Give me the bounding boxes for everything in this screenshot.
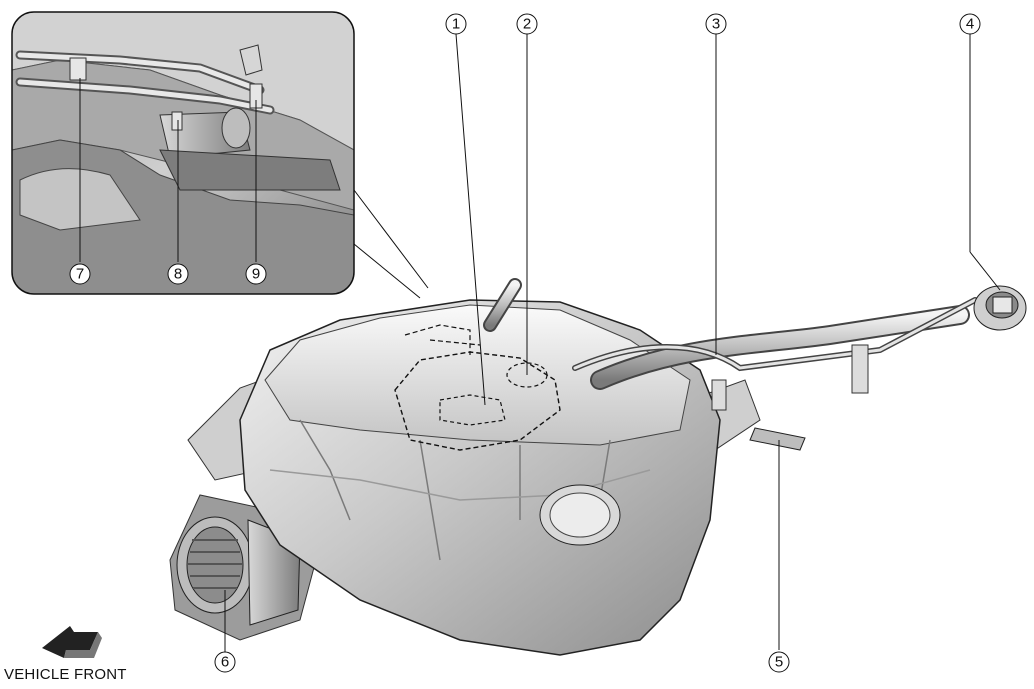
- callout-4: 4: [959, 13, 981, 35]
- inset-detail-view: [11, 11, 429, 299]
- callout-2: 2: [516, 13, 538, 35]
- filler-pipe: [572, 297, 978, 411]
- hidden-component-outline: [394, 324, 561, 451]
- leader-lines: [79, 33, 1001, 652]
- callout-3: 3: [705, 13, 727, 35]
- callout-7-label: 7: [76, 266, 84, 283]
- callout-5-label: 5: [775, 654, 783, 671]
- fuel-tank-assembly: [169, 278, 1027, 656]
- callout-1: 1: [445, 13, 467, 35]
- vehicle-front-label: VEHICLE FRONT: [4, 666, 127, 683]
- callout-5: 5: [768, 651, 790, 673]
- callout-6-label: 6: [221, 654, 229, 671]
- callout-3-label: 3: [712, 16, 720, 33]
- callout-2-label: 2: [523, 16, 531, 33]
- callout-7: 7: [69, 263, 91, 285]
- callout-8-label: 8: [174, 266, 182, 283]
- callout-1-label: 1: [452, 16, 460, 33]
- filler-neck-cap: [973, 285, 1027, 331]
- callout-8: 8: [167, 263, 189, 285]
- callout-4-label: 4: [966, 16, 974, 33]
- front-arrow-icon: [42, 626, 102, 658]
- callout-6: 6: [214, 651, 236, 673]
- canister: [169, 494, 321, 641]
- callout-9-label: 9: [252, 266, 260, 283]
- callout-9: 9: [245, 263, 267, 285]
